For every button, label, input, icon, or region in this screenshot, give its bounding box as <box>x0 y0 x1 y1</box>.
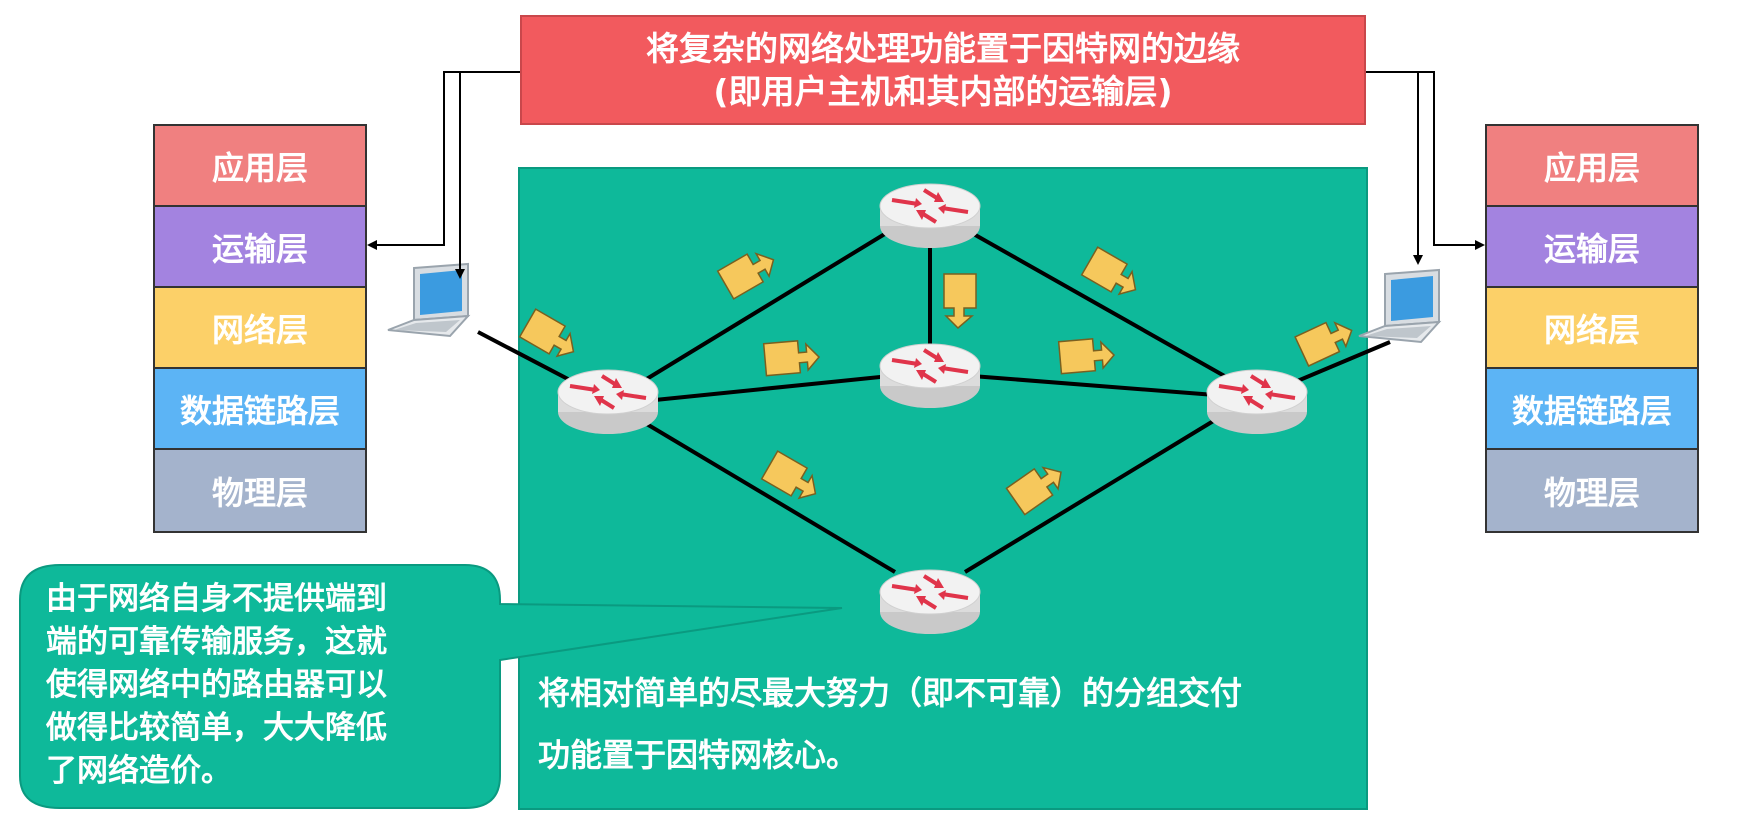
router-icon-left <box>556 368 660 436</box>
link-r2-r4 <box>969 230 1229 380</box>
connector-arrow-right-transport <box>1366 71 1485 250</box>
title-line-2: (即用户主机和其内部的运输层) <box>713 72 1173 111</box>
router-icon-middle <box>878 342 982 410</box>
left-protocol-stack: 应用层 运输层 网络层 数据链路层 物理层 <box>153 124 367 533</box>
connector-arrow-right-host <box>1366 71 1423 265</box>
connector-arrow-left-transport <box>367 71 520 250</box>
callout-text: 由于网络自身不提供端到 端的可靠传输服务，这就 使得网络中的路由器可以 做得比较… <box>46 578 466 793</box>
laptop-icon-right <box>1358 269 1440 343</box>
laptop-icon-left <box>387 263 469 337</box>
packet-icon-6 <box>1080 246 1146 303</box>
router-icon-right <box>1205 368 1309 436</box>
link-r1-r5 <box>638 418 897 574</box>
left-datalink-layer: 数据链路层 <box>155 369 365 450</box>
left-application-layer: 应用层 <box>155 126 365 207</box>
core-description: 将相对简单的尽最大努力（即不可靠）的分组交付 功能置于因特网核心。 <box>538 662 1358 786</box>
right-transport-layer: 运输层 <box>1487 207 1697 288</box>
packet-icon-8 <box>1005 456 1070 516</box>
packet-icon-7 <box>1057 336 1117 375</box>
internet-core-area <box>518 167 1368 810</box>
callout-line-1: 由于网络自身不提供端到 <box>46 581 387 617</box>
link-r5-r4 <box>963 418 1217 574</box>
right-physical-layer: 物理层 <box>1487 450 1697 531</box>
right-protocol-stack: 应用层 运输层 网络层 数据链路层 物理层 <box>1485 124 1699 533</box>
title-line-1: 将复杂的网络处理功能置于因特网的边缘 <box>646 29 1240 68</box>
packet-icon-2 <box>716 243 782 300</box>
packet-icon-5 <box>943 273 977 329</box>
edge-function-title-box: 将复杂的网络处理功能置于因特网的边缘 (即用户主机和其内部的运输层) <box>520 15 1366 125</box>
packet-icon-3 <box>762 338 822 377</box>
callout-line-4: 做得比较简单，大大降低 <box>46 710 387 746</box>
core-line-1: 将相对简单的尽最大努力（即不可靠）的分组交付 <box>538 674 1243 712</box>
right-datalink-layer: 数据链路层 <box>1487 369 1697 450</box>
link-r1-r3 <box>654 374 891 402</box>
left-network-layer: 网络层 <box>155 288 365 369</box>
link-r4-righthost <box>1294 340 1391 384</box>
router-icon-top <box>878 182 982 250</box>
connector-arrow-left-host <box>455 71 520 279</box>
right-application-layer: 应用层 <box>1487 126 1697 207</box>
callout-line-2: 端的可靠传输服务，这就 <box>46 624 387 660</box>
right-network-layer: 网络层 <box>1487 288 1697 369</box>
link-r1-r2 <box>643 230 890 382</box>
left-physical-layer: 物理层 <box>155 450 365 531</box>
callout-bubble <box>19 564 843 809</box>
packet-icon-1 <box>518 308 584 365</box>
left-transport-layer: 运输层 <box>155 207 365 288</box>
callout-line-5: 了网络造价。 <box>46 753 232 789</box>
link-r3-r4 <box>971 374 1216 397</box>
core-line-2: 功能置于因特网核心。 <box>538 736 859 774</box>
router-icon-bottom <box>878 568 982 636</box>
callout-line-3: 使得网络中的路由器可以 <box>46 667 387 703</box>
